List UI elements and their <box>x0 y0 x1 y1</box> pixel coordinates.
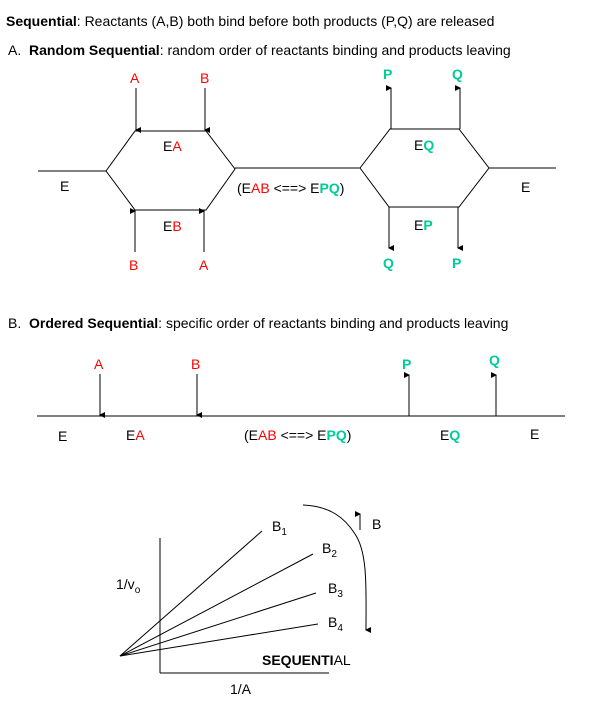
ordered-eq-e: E <box>440 427 450 443</box>
random-left-e: E <box>60 178 70 194</box>
series-b2-sub: 2 <box>331 548 337 560</box>
header-title: Sequential: Reactants (A,B) both bind be… <box>6 13 494 29</box>
series-b1-name: B <box>272 518 282 534</box>
complex-eb: EB <box>163 218 182 234</box>
series-label-b3: B3 <box>328 580 343 603</box>
series-label-b2: B2 <box>322 540 337 563</box>
random-central-complex: (EAB <==> EPQ) <box>237 180 344 196</box>
trend-label-b: B <box>372 516 382 532</box>
section-a-rest: : random order of reactants binding and … <box>159 42 511 58</box>
complex-ep: EP <box>414 217 433 233</box>
label-b-in-upper-2: B <box>200 70 210 86</box>
complex-eq: EQ <box>414 137 434 153</box>
section-a-bold: Random Sequential <box>29 42 160 58</box>
series-label-b1: B1 <box>272 518 287 541</box>
complex-eb-sub: B <box>172 218 182 234</box>
label-p-out-lower: P <box>452 255 462 271</box>
ordered-central-close: ) <box>346 427 352 443</box>
ordered-central-open: (E <box>244 427 258 443</box>
random-right-e: E <box>521 179 531 195</box>
ylabel-sub: o <box>134 584 141 596</box>
section-b-title: B. Ordered Sequential: specific order of… <box>8 315 508 331</box>
series-b2-name: B <box>322 540 332 556</box>
section-b-prefix: B. <box>8 315 22 331</box>
ordered-state-e1: E <box>58 428 68 444</box>
complex-ea: EA <box>163 138 182 154</box>
label-p-out-upper: P <box>383 66 393 82</box>
central-arrow: <==> E <box>269 180 320 196</box>
label-b-in-lower-1: B <box>129 257 139 273</box>
label-a-in-lower-2: A <box>199 257 209 273</box>
plot-xlabel: 1/A <box>230 681 252 697</box>
complex-ea-sub: A <box>172 138 182 154</box>
complex-ep-e: E <box>414 217 424 233</box>
section-a-prefix: A. <box>8 42 22 58</box>
plot-line-b4 <box>119 623 319 657</box>
header-rest: : Reactants (A,B) both bind before both … <box>76 13 495 29</box>
series-b4-name: B <box>328 614 338 630</box>
ordered-label-b: B <box>191 356 201 372</box>
caption-end: AL <box>333 652 351 668</box>
series-b3-sub: 3 <box>337 588 343 600</box>
section-a-title: A. Random Sequential: random order of re… <box>8 42 511 58</box>
section-b-rest: : specific order of reactants binding an… <box>158 315 509 331</box>
random-right-hexagon <box>359 128 556 208</box>
ordered-central-products: PQ <box>326 427 347 443</box>
label-q-out-upper: Q <box>452 66 463 82</box>
central-products: PQ <box>319 180 340 196</box>
plot-line-b1 <box>119 530 263 657</box>
ordered-state-e2: E <box>530 426 540 442</box>
series-b1-sub: 1 <box>281 526 287 538</box>
ordered-label-p: P <box>402 356 412 372</box>
label-q-out-lower: Q <box>383 255 394 271</box>
complex-ep-sub: P <box>423 217 433 233</box>
ordered-label-q: Q <box>489 352 500 368</box>
trend-curve-arrow <box>302 504 372 634</box>
plot-line-b2 <box>119 553 314 657</box>
label-a-in-upper-1: A <box>130 70 140 86</box>
series-label-b4: B4 <box>328 614 343 637</box>
ordered-state-ea: EA <box>126 427 145 443</box>
series-b4-sub: 4 <box>337 622 343 634</box>
ordered-state-eq: EQ <box>440 427 460 443</box>
header-bold: Sequential <box>6 13 77 29</box>
ordered-label-a: A <box>94 356 104 372</box>
central-reactants: AB <box>251 180 270 196</box>
complex-eq-e: E <box>414 137 424 153</box>
complex-eq-sub: Q <box>423 137 435 153</box>
complex-ea-e: E <box>163 138 173 154</box>
section-b-bold: Ordered Sequential <box>29 315 159 331</box>
complex-eb-e: E <box>163 218 173 234</box>
ordered-ea-e: E <box>126 427 136 443</box>
ordered-central-arrow: <==> E <box>276 427 327 443</box>
plot-ylabel: 1/vo <box>116 576 140 599</box>
plot-line-b3 <box>119 592 317 657</box>
ordered-eq-sub: Q <box>449 427 461 443</box>
ordered-ea-sub: A <box>135 427 145 443</box>
caption-main: SEQUENTI <box>262 652 334 668</box>
central-close: ) <box>339 180 345 196</box>
series-b3-name: B <box>328 580 338 596</box>
ordered-central-complex: (EAB <==> EPQ) <box>244 427 351 443</box>
central-open: (E <box>237 180 251 196</box>
ordered-central-reactants: AB <box>258 427 277 443</box>
ylabel-main: 1/v <box>116 576 135 592</box>
plot-caption: SEQUENTIAL <box>262 652 351 668</box>
random-left-hexagon <box>38 130 360 211</box>
